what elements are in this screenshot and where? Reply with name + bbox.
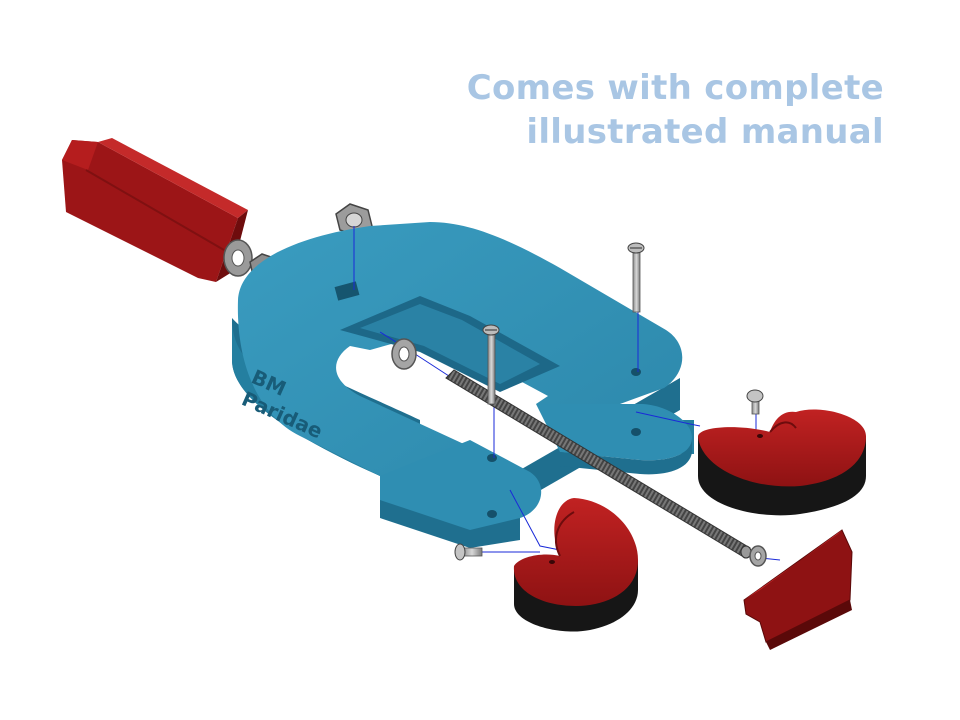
main-body <box>232 222 694 548</box>
jaw-left <box>513 498 638 632</box>
small-screw-left <box>454 543 483 561</box>
red-end-cap <box>743 529 853 650</box>
rod-washer-right <box>749 545 767 567</box>
rod-washer-left <box>391 338 417 370</box>
caption-line-2: illustrated manual <box>526 112 884 152</box>
small-screw-right <box>746 389 764 415</box>
handle-washer <box>223 239 253 277</box>
screw-right <box>627 242 645 313</box>
caption-line-1: Comes with complete <box>466 68 884 108</box>
threaded-rod <box>445 369 752 559</box>
red-handle <box>62 138 248 282</box>
screw-center <box>482 324 500 405</box>
jaw-right <box>698 409 866 516</box>
caption: Comes with complete illustrated manual <box>424 66 884 154</box>
